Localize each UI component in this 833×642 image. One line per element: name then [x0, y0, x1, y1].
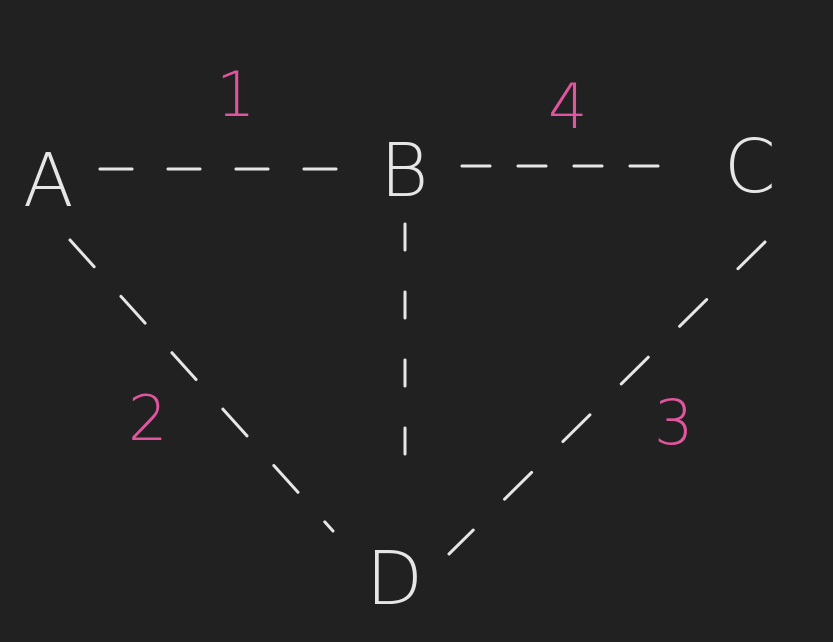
node-d: D — [366, 536, 423, 622]
node-a: A — [23, 138, 74, 224]
weight-a-b: 1 — [216, 58, 255, 131]
weight-b-c: 4 — [548, 70, 587, 143]
weight-c-d: 3 — [654, 386, 693, 459]
node-b: B — [380, 128, 428, 214]
weight-a-d: 2 — [128, 382, 167, 455]
node-c: C — [724, 124, 776, 210]
edge-a-d — [68, 238, 335, 533]
edge-c-d — [447, 240, 767, 556]
